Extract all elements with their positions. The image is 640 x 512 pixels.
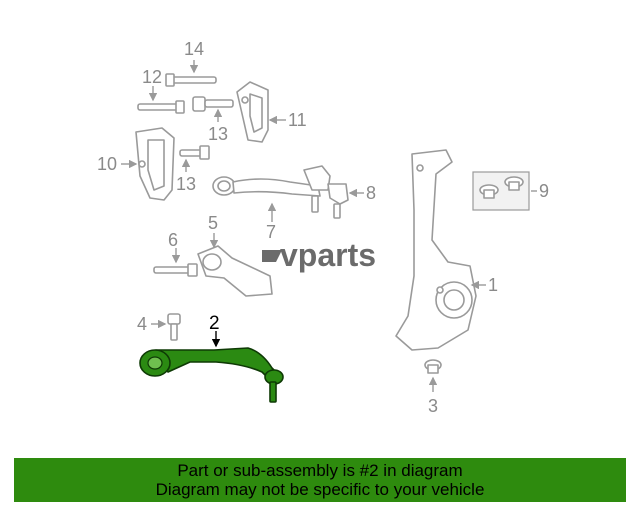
- callout-10[interactable]: 10: [97, 154, 117, 174]
- callout-9[interactable]: 9: [539, 181, 549, 201]
- callout-5[interactable]: 5: [208, 213, 218, 233]
- callout-3[interactable]: 3: [428, 396, 438, 416]
- link-part-5[interactable]: [197, 233, 273, 297]
- upper-control-arm-part-7[interactable]: [212, 165, 331, 222]
- notice-line-1: Part or sub-assembly is #2 in diagram: [177, 461, 463, 480]
- callout-7[interactable]: 7: [266, 222, 276, 242]
- nut-part-13-upper[interactable]: [192, 96, 234, 122]
- callout-2[interactable]: 2: [209, 313, 220, 334]
- bolt-part-4[interactable]: [151, 313, 181, 341]
- callout-6[interactable]: 6: [168, 230, 178, 250]
- callout-1[interactable]: 1: [488, 275, 498, 295]
- callout-13-lower[interactable]: 13: [176, 174, 196, 194]
- bolt-part-6[interactable]: [153, 248, 198, 277]
- watermark-text: vparts: [280, 237, 376, 273]
- nut-part-3[interactable]: [424, 359, 442, 392]
- callout-4[interactable]: 4: [137, 314, 147, 334]
- bracket-part-11[interactable]: [236, 81, 286, 143]
- lower-control-arm-part-2-highlighted[interactable]: [139, 331, 284, 403]
- evparts-watermark: vparts: [262, 237, 376, 273]
- ball-joint-part-8[interactable]: [327, 183, 364, 219]
- bolt-part-14[interactable]: [165, 60, 217, 87]
- callout-14[interactable]: 14: [184, 39, 204, 59]
- nut-set-part-9[interactable]: [472, 171, 537, 211]
- bracket-part-10[interactable]: [121, 127, 175, 201]
- notice-banner: Part or sub-assembly is #2 in diagram Di…: [14, 458, 626, 502]
- callout-11[interactable]: 11: [288, 110, 307, 130]
- bolt-part-12[interactable]: [137, 86, 185, 114]
- callout-12[interactable]: 12: [142, 67, 162, 87]
- bolt-part-13-lower[interactable]: [179, 145, 210, 172]
- notice-line-2: Diagram may not be specific to your vehi…: [155, 480, 485, 499]
- ev-logo-icon: [262, 250, 282, 262]
- steering-knuckle-part-1[interactable]: [395, 149, 486, 351]
- callout-13-upper[interactable]: 13: [208, 124, 228, 144]
- callout-8[interactable]: 8: [366, 183, 376, 203]
